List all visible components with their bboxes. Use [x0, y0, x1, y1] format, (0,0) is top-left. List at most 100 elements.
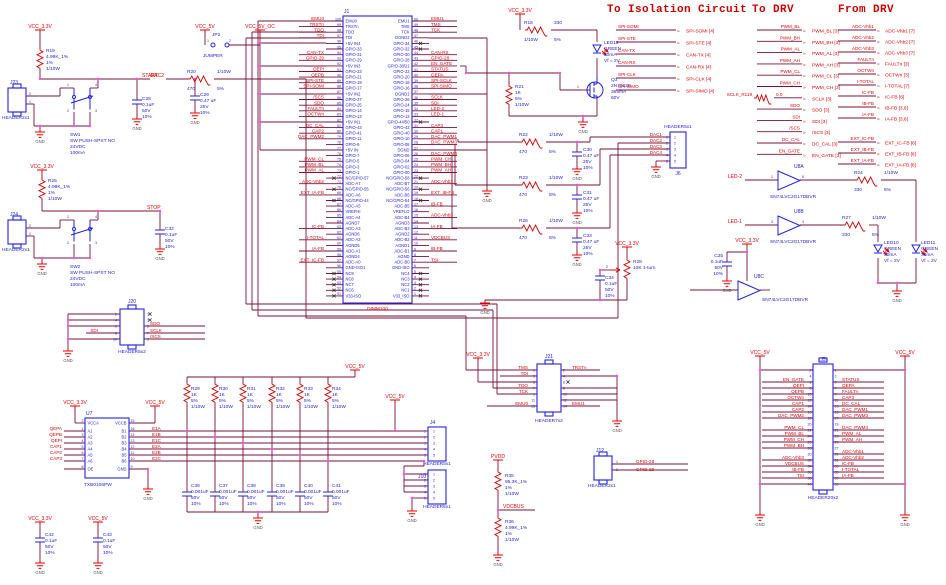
signal-dest: EXT_IB-FB [6] — [885, 152, 916, 158]
pin-name: ADC-B1 — [394, 248, 410, 253]
net-label: CAP3 — [842, 395, 854, 400]
signal-dest: PWM_AH [3] — [812, 62, 840, 68]
pin-number: 5 — [414, 270, 416, 274]
pin-name: GPIO-38/21 — [388, 63, 411, 68]
net-label: GPIO-28 — [636, 459, 655, 464]
pin-number: 1 — [533, 368, 535, 372]
signal-dest: PWM_BL [3] — [812, 29, 839, 35]
component-value: 10% — [142, 114, 152, 120]
buffer-icon — [777, 170, 802, 191]
title-from-drv: From DRV — [838, 4, 895, 16]
net-label: QEPB — [311, 72, 324, 77]
connector-J5 — [812, 363, 834, 491]
pin-number: 11 — [531, 398, 535, 402]
pin-number: 1 — [67, 83, 69, 87]
component-value: 470 — [187, 86, 195, 92]
pin-name: AGND2 — [395, 232, 410, 237]
gnd-icon — [35, 129, 45, 138]
net-label: TRSTn — [309, 22, 324, 27]
pin-name: VCCA — [88, 420, 100, 425]
component-value: GREEN — [604, 46, 622, 52]
component-value: 1K — [332, 392, 339, 398]
pin-number: 2 — [666, 141, 668, 145]
gnd-label: GND — [253, 525, 262, 530]
pin-number: 5 — [533, 380, 535, 384]
net-label: EXT_IB-FB — [431, 190, 454, 195]
component-value: 0.1uF — [103, 538, 115, 544]
signal-name: PWM_AL — [781, 47, 801, 52]
no-connect-x-icon — [148, 312, 152, 316]
pin-number: 16 — [414, 208, 418, 212]
signal-name: IB-FB — [862, 101, 874, 106]
net-label: ADC-Vhb1 — [431, 179, 453, 184]
pin-number: 62 — [337, 231, 341, 235]
capacitor-icon — [267, 491, 277, 497]
jumper-pin — [210, 42, 216, 48]
pin-name: EMU1 — [398, 18, 410, 23]
component-value: 30mA — [884, 252, 897, 258]
pin-number: 77 — [337, 146, 341, 150]
component-value: 4.99K_1% — [48, 184, 71, 190]
junction-dot — [258, 64, 262, 68]
signal-name: SCLK_R119 — [727, 92, 753, 97]
pin-number: 78 — [337, 141, 341, 145]
component-value: 10% — [45, 550, 55, 556]
component-value: 1K — [304, 392, 311, 398]
component-value: 24VDC — [70, 144, 86, 150]
pin-name: ADC-A1 — [346, 248, 362, 253]
component-value: 5% — [219, 398, 227, 404]
net-label: PWM_CH — [784, 437, 804, 442]
net-label: LED-1 — [431, 112, 444, 117]
connector-tab — [598, 479, 608, 485]
net-label: TDO — [518, 383, 528, 388]
pin-name: GPIO-9 — [346, 142, 361, 147]
pin-number: 68 — [337, 197, 341, 201]
pin-name: AGND5 — [346, 243, 361, 248]
chevron-icon: » — [803, 143, 806, 148]
signal-dest: PWM_AL [3] — [812, 51, 839, 57]
capacitor-icon — [210, 491, 220, 497]
pin-number: 53 — [337, 281, 341, 285]
component-value: 10% — [191, 501, 201, 507]
component-value: 50V — [45, 544, 54, 550]
connector-J20 — [119, 308, 145, 346]
component-value: 1/10W — [191, 404, 205, 410]
pin-number: 6 — [115, 324, 117, 328]
power-flag-icon — [755, 355, 765, 359]
signal-name: EXT_IC-FB — [851, 136, 874, 141]
component-value: 4.99K_1% — [46, 54, 69, 60]
pin-number: 50 — [414, 17, 418, 21]
signal-dest: EXT_IA-FB [6] — [885, 163, 916, 169]
component-ref: R26 — [519, 218, 528, 224]
component-value: 5% — [549, 235, 557, 241]
pin-name: TDI — [346, 35, 353, 40]
connector-tab — [12, 243, 22, 249]
pin-number: 14 — [563, 404, 567, 408]
junction-dot — [146, 467, 150, 471]
pin-name: GPIO-41 — [346, 131, 363, 136]
pin-number: 2 — [82, 419, 84, 423]
no-connect-x-icon — [418, 41, 423, 46]
junction-dot — [213, 435, 217, 439]
junction-dot — [135, 77, 139, 81]
connector-J23 — [7, 87, 27, 113]
capacitor-icon — [155, 229, 165, 235]
pin-number: 66 — [337, 208, 341, 212]
signal-dest: SPI-STE [4] — [686, 41, 711, 47]
pin-number: 1 — [433, 472, 435, 476]
power-flag-label: VCC_3.3V — [735, 238, 759, 244]
net-label: DC_CAL — [842, 401, 861, 406]
resistor-icon — [323, 382, 333, 405]
component-value: 100mA — [70, 150, 86, 156]
pin-name: NC2 — [401, 282, 410, 287]
no-connect-x-icon — [332, 294, 336, 298]
pin-number: 27 — [835, 446, 839, 450]
net-label: QEPB — [791, 389, 804, 394]
pin-name: GPIO-27 — [346, 97, 363, 102]
connector-tab — [598, 451, 608, 457]
pin-number: 2 — [229, 39, 231, 43]
chevron-icon: » — [877, 41, 880, 46]
chevron-icon: » — [677, 90, 680, 95]
capacitor-icon — [238, 491, 248, 497]
resistor-icon — [843, 220, 866, 232]
